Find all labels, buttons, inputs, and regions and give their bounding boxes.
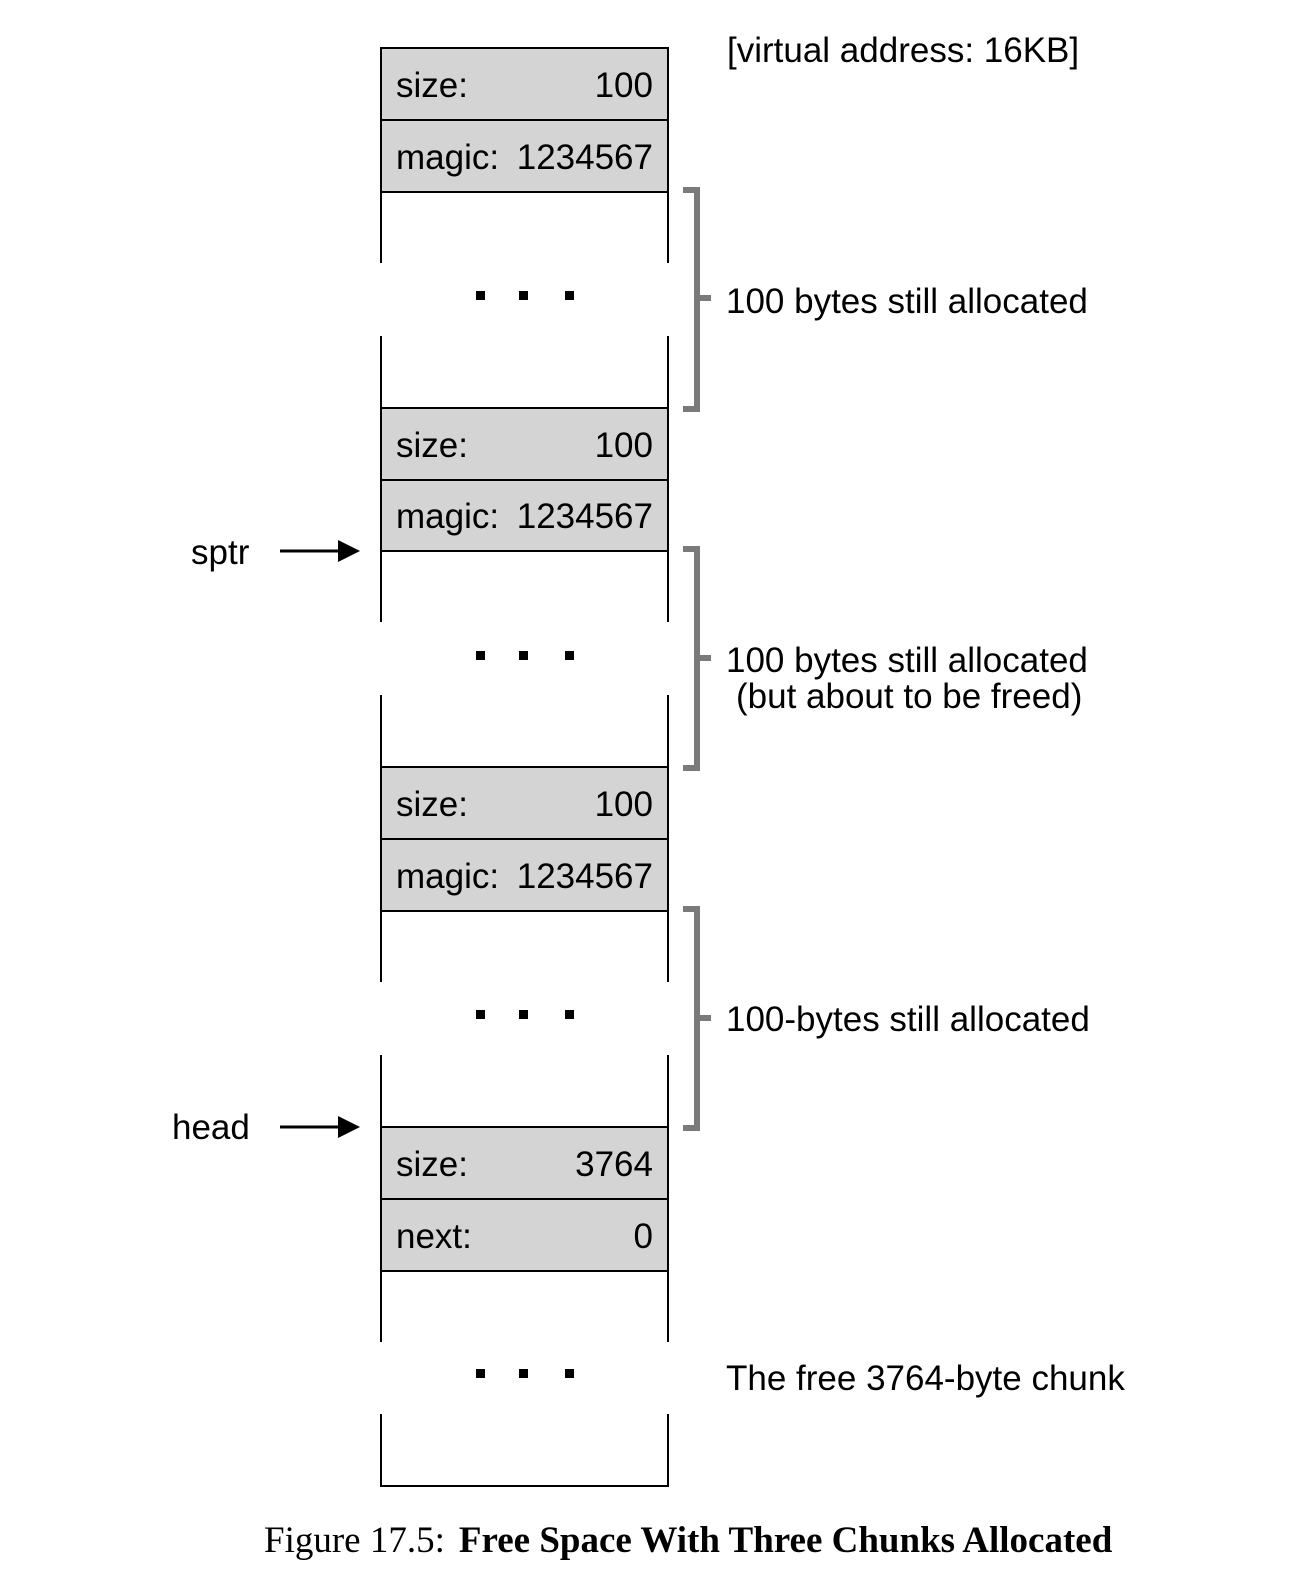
chunk-4-next-cell <box>380 1198 669 1272</box>
chunk-1-size-value: 100 <box>595 66 653 105</box>
chunk-1-magic-cell <box>380 119 669 193</box>
chunk-4-next-value: 0 <box>634 1217 653 1256</box>
chunk-3-size-value: 100 <box>595 785 653 824</box>
chunk-2-ellipsis <box>476 651 574 660</box>
head-pointer: head <box>172 1108 360 1147</box>
chunk-1-note: 100 bytes still allocated <box>726 282 1088 321</box>
chunk-1-ellipsis <box>476 291 574 300</box>
caption-title: Free Space With Three Chunks Allocated <box>459 1520 1113 1561</box>
chunk-4-free: size: 3764 next: 0 The free 3764-byte ch… <box>380 1126 1125 1487</box>
chunk-2-size-label: size: <box>396 426 468 465</box>
chunk-4-size-cell <box>380 1126 669 1200</box>
sptr-arrow-head <box>338 540 360 562</box>
chunk-2-bracket <box>683 546 711 771</box>
chunk-4-note: The free 3764-byte chunk <box>726 1359 1125 1398</box>
chunk-3-size-cell <box>380 766 669 840</box>
chunk-1-bracket <box>683 187 711 412</box>
chunk-1-size-label: size: <box>396 66 468 105</box>
chunk-3-magic-label: magic: <box>396 857 499 896</box>
chunk-1-magic-label: magic: <box>396 138 499 177</box>
sptr-pointer: sptr <box>191 533 360 572</box>
chunk-4-next-label: next: <box>396 1217 472 1256</box>
chunk-4-size-label: size: <box>396 1145 468 1184</box>
chunk-3: size: 100 magic: 1234567 100-bytes still… <box>380 766 1090 1131</box>
chunk-3-bracket <box>683 906 711 1131</box>
figure-caption: Figure 17.5: Free Space With Three Chunk… <box>264 1520 1113 1561</box>
chunk-2-magic-label: magic: <box>396 497 499 536</box>
chunk-4-size-value: 3764 <box>575 1145 653 1184</box>
virtual-address-label: [virtual address: 16KB] <box>727 31 1079 70</box>
head-label: head <box>172 1108 250 1147</box>
chunk-3-ellipsis <box>476 1010 574 1019</box>
chunk-3-magic-value: 1234567 <box>517 857 653 896</box>
chunk-2: size: 100 magic: 1234567 100 bytes still… <box>380 407 1088 771</box>
chunk-3-magic-cell <box>380 838 669 912</box>
chunk-1-magic-value: 1234567 <box>517 138 653 177</box>
chunk-4-ellipsis <box>476 1369 574 1378</box>
chunk-2-magic-value: 1234567 <box>517 497 653 536</box>
chunk-2-note-line-2: (but about to be freed) <box>736 677 1082 716</box>
chunk-2-magic-cell <box>380 479 669 552</box>
chunk-2-size-cell <box>380 407 669 481</box>
chunk-1-size-cell <box>380 47 669 121</box>
chunk-2-size-value: 100 <box>595 426 653 465</box>
caption-prefix: Figure 17.5: <box>264 1520 445 1561</box>
head-arrow-head <box>338 1116 360 1138</box>
chunk-1: size: 100 magic: 1234567 100 bytes still… <box>380 47 1088 412</box>
sptr-label: sptr <box>191 533 250 572</box>
chunk-3-note: 100-bytes still allocated <box>726 1000 1090 1039</box>
chunk-3-size-label: size: <box>396 785 468 824</box>
chunk-2-note-line-1: 100 bytes still allocated <box>726 641 1088 680</box>
